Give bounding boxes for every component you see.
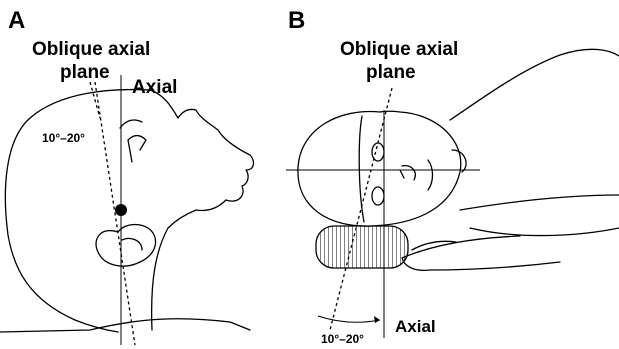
panel-a-oblique-pointer <box>90 82 100 118</box>
panel-b-head-outline <box>298 111 461 226</box>
panel-a-ear <box>96 225 156 267</box>
panel-a: A Oblique axial plane Axial 10°–20° <box>0 7 253 345</box>
panel-b-axial-label: Axial <box>395 317 436 336</box>
panel-a-table-surface <box>0 319 250 332</box>
panel-a-head-outline <box>5 90 150 332</box>
panel-b-oblique-label-line1: Oblique axial <box>340 39 458 60</box>
panel-a-axial-label: Axial <box>132 77 177 98</box>
panel-a-letter: A <box>8 7 25 34</box>
panel-b-letter: B <box>288 7 305 34</box>
panel-b-angle-arrow <box>374 316 380 323</box>
panel-a-oblique-label-line2: plane <box>60 62 110 83</box>
panel-b-angle-label: 10°–20° <box>321 332 364 346</box>
panel-a-brow <box>120 120 142 128</box>
panel-a-angle-label: 10°–20° <box>42 131 85 145</box>
panel-b-nose <box>400 166 415 180</box>
panel-b-angle-arc <box>318 316 380 322</box>
panel-b-head-cushion <box>316 226 408 268</box>
panel-a-oblique-plane-line <box>95 82 135 345</box>
panel-a-eye <box>128 136 146 163</box>
panel-b-oblique-label-line2: plane <box>366 62 416 83</box>
panel-b: B Oblique axial plane Axial 10°–20° <box>286 7 619 346</box>
panel-a-oblique-label-line1: Oblique axial <box>32 39 150 60</box>
panel-b-eye-lower <box>372 187 384 205</box>
panel-a-face-profile <box>150 90 253 330</box>
panel-b-mouth <box>428 160 433 190</box>
